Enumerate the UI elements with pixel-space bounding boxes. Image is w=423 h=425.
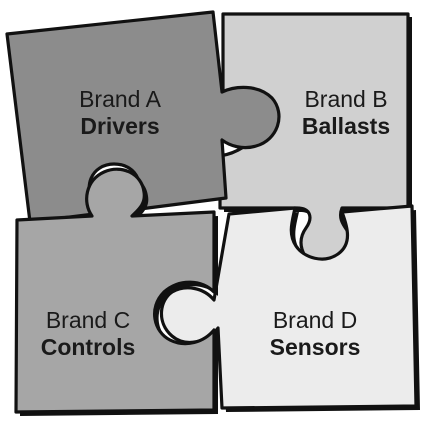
- piece-c-product: Controls: [40, 334, 136, 361]
- piece-a-brand: Brand A: [79, 86, 161, 112]
- piece-c-brand: Brand C: [45, 307, 131, 333]
- piece-c: [14, 167, 216, 414]
- piece-b-brand: Brand B: [304, 86, 388, 112]
- piece-d-label: Brand D Sensors: [255, 307, 375, 361]
- piece-a-label: Brand A Drivers: [60, 86, 180, 140]
- piece-d-product: Sensors: [269, 334, 361, 361]
- piece-b-label: Brand B Ballasts: [286, 86, 406, 140]
- piece-b-product: Ballasts: [301, 113, 391, 140]
- piece-d-brand: Brand D: [272, 307, 358, 333]
- piece-a-product: Drivers: [80, 113, 160, 140]
- piece-c-label: Brand C Controls: [28, 307, 148, 361]
